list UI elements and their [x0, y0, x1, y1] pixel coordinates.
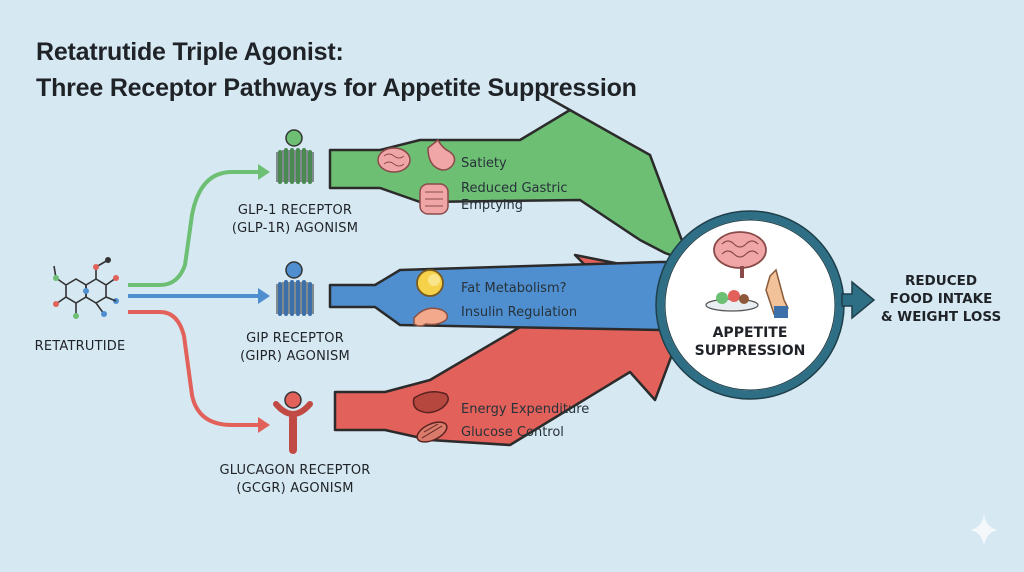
red-connector-head	[258, 417, 270, 433]
glp1-effect-reduced-gastric: Reduced Gastric	[461, 181, 568, 196]
drug-label: RETATRUTIDE	[34, 339, 126, 354]
green-connector-arrow	[128, 170, 258, 287]
title-line-2: Three Receptor Pathways for Appetite Sup…	[36, 74, 637, 102]
glp1-effect-satiety: Satiety	[461, 156, 507, 171]
intestine-icon	[419, 183, 449, 215]
outcome-label: REDUCED FOOD INTAKE & WEIGHT LOSS	[876, 272, 1006, 326]
brain-icon-glp1	[377, 147, 411, 173]
outcome-line-1: REDUCED	[904, 273, 978, 289]
fat-cell-icon	[416, 269, 444, 297]
glucagon-receptor-icon	[273, 391, 313, 454]
gip-effect-insulin-regulation: Insulin Regulation	[461, 305, 578, 320]
outcome-line-3: & WEIGHT LOSS	[880, 309, 1002, 325]
title-line-1: Retatrutide Triple Agonist:	[36, 38, 344, 66]
outcome-line-2: FOOD INTAKE	[889, 291, 993, 307]
gip-effect-fat-metabolism: Fat Metabolism?	[461, 281, 567, 296]
glp1-pathway-arrow	[328, 94, 692, 264]
glucagon-receptor-line-1: GLUCAGON RECEPTOR	[219, 463, 371, 478]
stop-hand-icon	[765, 268, 790, 318]
appetite-suppression-label: APPETITE SUPPRESSION	[686, 324, 814, 360]
gip-receptor-line-2: (GIPR) AGONISM	[240, 349, 350, 364]
page-title: Retatrutide Triple Agonist: Three Recept…	[36, 34, 637, 106]
red-connector-arrow	[128, 310, 258, 427]
glp1-receptor-line-1: GLP-1 RECEPTOR	[237, 203, 353, 218]
glucagon-receptor-label: GLUCAGON RECEPTOR (GCGR) AGONISM	[205, 462, 385, 498]
outcome-arrow	[841, 280, 876, 320]
glp1-receptor-icon	[276, 129, 314, 184]
green-connector-head	[258, 164, 270, 180]
center-line-1: APPETITE	[712, 325, 788, 341]
glp1-receptor-label: GLP-1 RECEPTOR (GLP-1R) AGONISM	[220, 202, 370, 238]
liver-icon	[412, 391, 449, 414]
gip-receptor-label: GIP RECEPTOR (GIPR) AGONISM	[220, 330, 370, 366]
center-brain-icon	[713, 231, 767, 278]
glucagon-receptor-line-2: (GCGR) AGONISM	[236, 481, 354, 496]
blue-connector-head	[258, 288, 270, 304]
glp1-effect-emptying: Emptying	[461, 198, 524, 213]
stomach-icon	[427, 138, 456, 171]
gip-receptor-icon	[276, 261, 314, 316]
muscle-icon	[416, 421, 448, 443]
pancreas-icon	[413, 307, 449, 327]
food-plate-icon	[705, 290, 759, 312]
sparkle-icon	[970, 514, 998, 546]
gip-receptor-line-1: GIP RECEPTOR	[246, 331, 344, 346]
glucagon-effect-energy-expenditure: Energy Expenditure	[461, 402, 590, 417]
center-line-2: SUPPRESSION	[694, 343, 806, 359]
glucagon-effect-glucose-control: Glucose Control	[461, 425, 564, 440]
glp1-receptor-line-2: (GLP-1R) AGONISM	[231, 221, 359, 236]
molecule-icon	[53, 257, 119, 319]
